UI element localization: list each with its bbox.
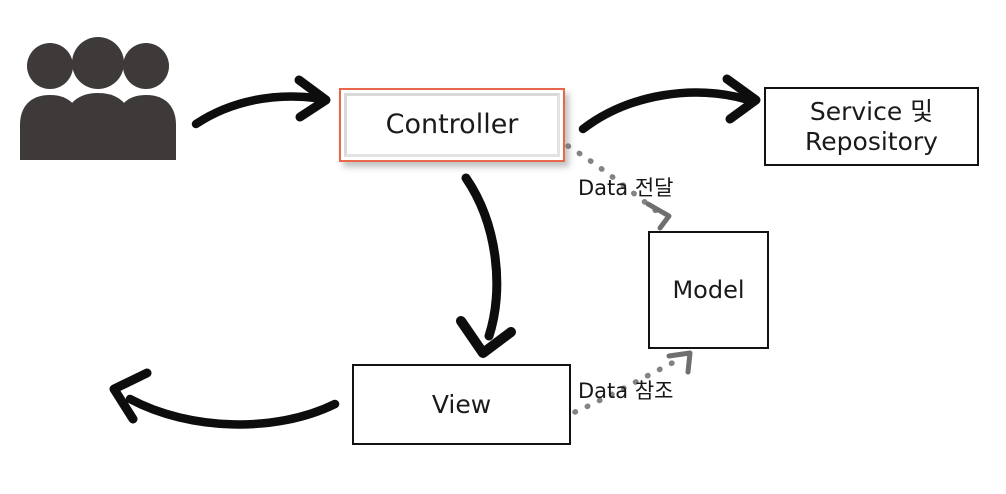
node-model-label: Model (672, 275, 745, 304)
node-view[interactable]: View (352, 364, 571, 445)
arrow-controller-to-view (456, 173, 516, 358)
node-model[interactable]: Model (648, 231, 769, 349)
node-service-repository-line1: Service 및 (809, 96, 934, 126)
arrow-user-to-controller (191, 75, 331, 129)
node-service-repository-line2: Repository (805, 126, 938, 156)
edge-label-data-transfer: Data 전달 (578, 176, 674, 200)
node-controller[interactable]: Controller (339, 88, 565, 162)
arrow-view-to-model-dotted (572, 350, 693, 415)
node-view-label: View (431, 389, 492, 419)
node-controller-label: Controller (385, 108, 519, 140)
arrow-controller-to-service (578, 74, 761, 134)
edge-label-data-reference: Data 참조 (578, 379, 674, 403)
users-group-icon (20, 37, 176, 160)
arrow-view-to-user (109, 368, 340, 429)
node-service-repository[interactable]: Service 및 Repository (764, 87, 979, 166)
arrow-controller-to-model-dotted (565, 143, 672, 231)
